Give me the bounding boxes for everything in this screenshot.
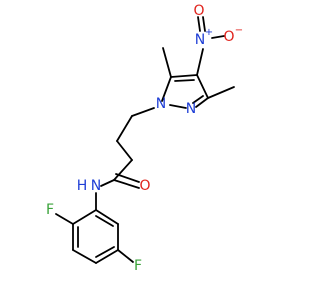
atom-pyrazole-n2: N — [186, 101, 196, 117]
bond-aryl-4-5 — [95, 249, 119, 264]
molecule-diagram: N + O O − N N O N H F F — [46, 3, 243, 274]
bond-aryl-fluoro-top — [55, 213, 74, 225]
bond-aryl-6-1-double — [95, 215, 114, 227]
bond-n1-c5 — [161, 76, 172, 102]
bond-c5-methyl — [162, 47, 172, 78]
bond-chain2-chain3 — [116, 140, 133, 161]
bond-chain3-carbonyl — [113, 159, 133, 181]
bond-n2-n1 — [169, 104, 187, 109]
bond-aryl-3-4 — [72, 249, 97, 264]
atom-label-group: N + O O − N N O N H F F — [46, 3, 243, 274]
atom-nitro-o-right: O — [223, 29, 234, 45]
bond-c3-n2 — [195, 97, 209, 108]
bond-carbonyl-o — [113, 179, 140, 189]
bond-group — [55, 16, 235, 264]
bond-chain1-chain2 — [116, 115, 133, 142]
bond-c4-c3 — [196, 74, 209, 99]
atom-amide-h: H — [77, 178, 88, 194]
bond-aryl-fluoro-bottom — [117, 249, 134, 263]
charge-nitro-n: + — [205, 27, 213, 38]
atom-fluoro-bottom: F — [134, 258, 142, 274]
bond-c3-methyl — [207, 86, 235, 99]
bond-nitro-o-top — [197, 16, 201, 32]
bond-c4-nitro — [196, 48, 204, 76]
bond-aryl-6-1 — [95, 209, 119, 225]
bond-aryl-1-2 — [72, 209, 97, 225]
atom-amide-n: N — [91, 178, 101, 194]
structure-svg: N + O O − N N O N H F F — [46, 3, 243, 274]
atom-nitro-o-top: O — [193, 3, 204, 19]
bond-c5-c4 — [170, 74, 198, 78]
bond-c5-c4-double — [174, 79, 195, 82]
atom-carbonyl-o: O — [139, 178, 150, 194]
bond-n1-c-chain1 — [131, 107, 155, 117]
charge-nitro-o-right: − — [235, 25, 243, 36]
bond-carbonyl-o-double — [115, 173, 140, 183]
bond-nitro-o-top-double — [202, 16, 206, 32]
atom-fluoro-top: F — [46, 202, 54, 218]
bond-carbonyl-amide-n — [100, 179, 115, 187]
bond-c3-n2-double — [192, 95, 204, 104]
atom-nitro-n: N — [195, 32, 205, 48]
bond-aryl-4-5-double — [95, 246, 115, 258]
bond-nitro-o-right — [211, 35, 225, 39]
atom-pyrazole-n1: N — [156, 96, 166, 112]
